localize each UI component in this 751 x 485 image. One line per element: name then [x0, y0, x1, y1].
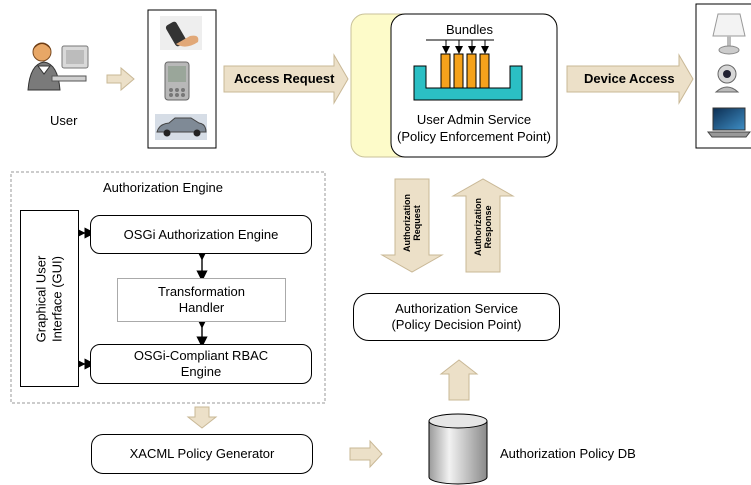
authorization-response-line1: Authorization	[473, 198, 483, 256]
osgi-rbac-engine-box: OSGi-Compliant RBAC Engine	[90, 344, 312, 384]
transformation-handler-box: Transformation Handler	[117, 278, 286, 322]
database-cylinder-icon	[428, 413, 488, 485]
access-request-label: Access Request	[234, 71, 335, 86]
authorization-engine-title: Authorization Engine	[103, 180, 223, 195]
pdp-box: Authorization Service (Policy Decision P…	[353, 293, 560, 341]
gui-box: Graphical User Interface (GUI)	[20, 210, 79, 387]
bundles-tray-icon	[413, 39, 523, 101]
device-access-label: Device Access	[584, 71, 675, 86]
access-request-arrow	[223, 53, 349, 105]
transformation-handler-line2: Handler	[178, 300, 225, 315]
bundles-label: Bundles	[446, 22, 493, 37]
user-to-devices-arrow	[106, 66, 135, 92]
mobile-phone-icon	[160, 16, 202, 50]
pep-subtitle: (Policy Enforcement Point)	[397, 129, 551, 144]
transformation-handler-line1: Transformation	[158, 284, 245, 299]
xacml-policy-generator-box: XACML Policy Generator	[91, 434, 313, 474]
pep-title: User Admin Service	[416, 112, 532, 127]
osgi-rbac-line2: Engine	[180, 364, 222, 379]
webcam-icon	[714, 64, 740, 93]
user-label: User	[50, 113, 78, 128]
authorization-response-arrow	[451, 178, 515, 273]
db-to-pdp-arrow	[439, 359, 479, 401]
lamp-icon	[712, 13, 746, 55]
authorization-request-line2: Request	[412, 205, 422, 241]
xacml-to-db-arrow	[349, 439, 383, 469]
osgi-authorization-engine-box: OSGi Authorization Engine	[90, 215, 312, 254]
pdp-line1: Authorization Service	[395, 301, 518, 316]
gui-line2: Interface (GUI)	[49, 255, 65, 342]
authorization-request-line1: Authorization	[402, 194, 412, 252]
authorization-request-label: Authorization Request	[402, 194, 422, 252]
osgi-rbac-line1: OSGi-Compliant RBAC	[133, 348, 269, 363]
authorization-engine-container	[10, 171, 326, 404]
laptop-icon	[706, 107, 751, 138]
user-at-computer-icon	[27, 38, 92, 94]
device-access-arrow	[566, 53, 694, 105]
engine-to-xacml-arrow	[186, 406, 218, 429]
authorization-response-line2: Response	[483, 205, 493, 249]
authorization-policy-db-label: Authorization Policy DB	[500, 446, 636, 461]
pda-icon	[164, 61, 190, 101]
pdp-line2: (Policy Decision Point)	[391, 317, 522, 332]
authorization-request-arrow	[380, 178, 444, 273]
authorization-response-label: Authorization Response	[473, 198, 493, 256]
gui-line1: Graphical User	[33, 255, 49, 342]
gui-label: Graphical User Interface (GUI)	[34, 255, 66, 342]
car-icon	[155, 114, 207, 140]
